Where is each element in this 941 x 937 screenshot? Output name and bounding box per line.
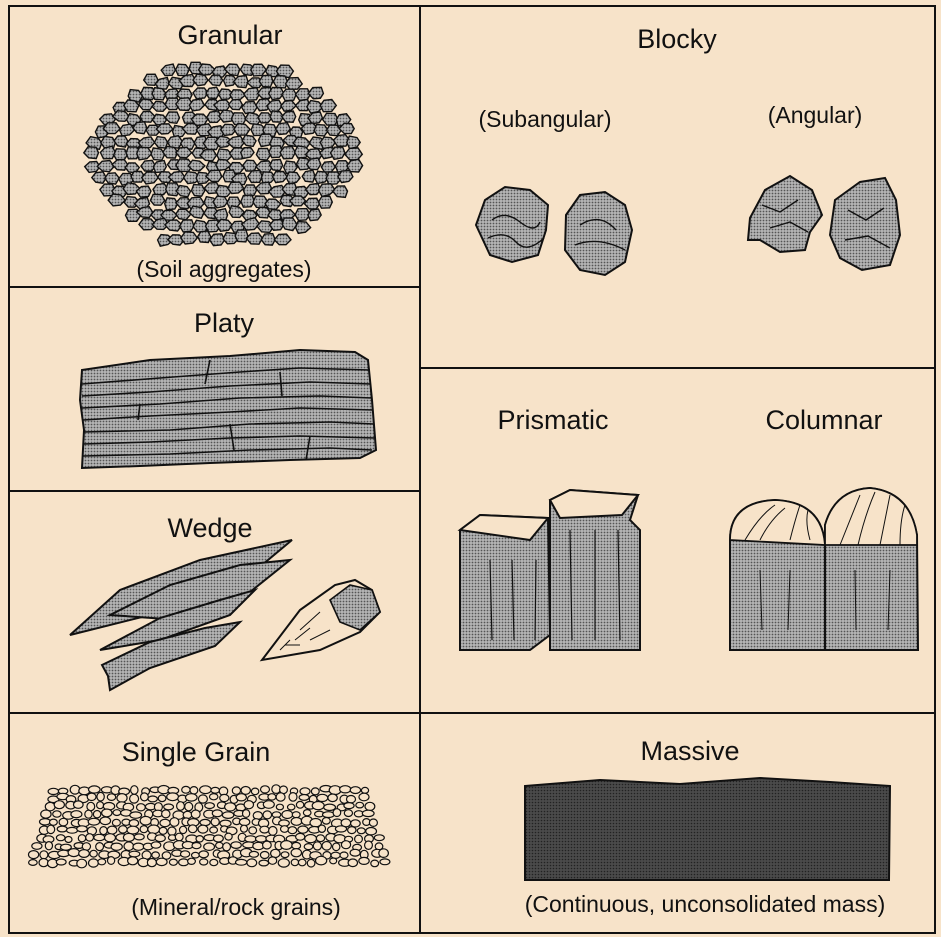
massive-caption: (Continuous, unconsolidated mass) — [525, 891, 886, 918]
